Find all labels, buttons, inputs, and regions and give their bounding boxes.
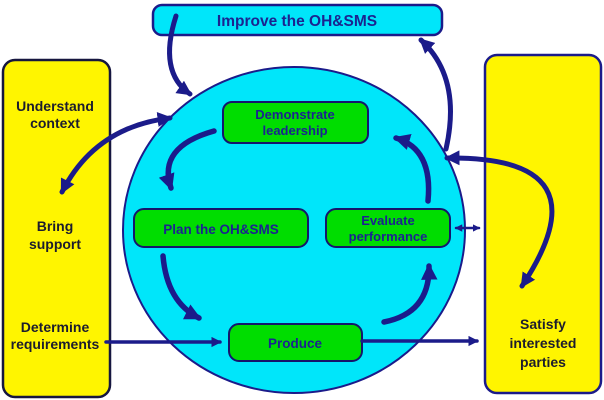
context-panel: Understand context Bring support Determi… bbox=[1, 58, 112, 399]
demonstrate-leadership-box: Demonstrate leadership bbox=[222, 101, 369, 144]
bring-support-label: Bring bbox=[37, 218, 74, 234]
satisfy-panel: Satisfy interested parties bbox=[483, 53, 603, 395]
demonstrate-label: Demonstrate bbox=[255, 107, 334, 122]
determine-requirements-label: Determine bbox=[21, 319, 90, 335]
arrow-produce-to-evaluate bbox=[381, 263, 438, 325]
understand-context-label: Understand bbox=[16, 98, 94, 114]
arrows bbox=[59, 13, 555, 348]
satisfy-parties-label-3: parties bbox=[520, 354, 566, 370]
determine-requirements-label-2: requirements bbox=[11, 336, 100, 352]
plan-label: Plan the OH&SMS bbox=[163, 222, 279, 237]
satisfy-parties-label-2: interested bbox=[510, 335, 577, 351]
arrow-demonstrate-to-plan bbox=[158, 128, 217, 191]
produce-label: Produce bbox=[268, 336, 323, 351]
arrow-evaluate-to-demonstrate bbox=[393, 134, 432, 204]
bring-support-label-2: support bbox=[29, 236, 81, 252]
improve-box: Improve the OH&SMS bbox=[151, 3, 444, 37]
arrow-plan-to-produce bbox=[160, 253, 202, 321]
produce-box: Produce bbox=[228, 323, 363, 362]
understand-context-label-2: context bbox=[30, 115, 80, 131]
arrow-improve-to-circle bbox=[167, 13, 193, 97]
plan-box: Plan the OH&SMS bbox=[133, 208, 309, 248]
satisfy-parties-label: Satisfy bbox=[520, 316, 566, 332]
arrow-context-circle bbox=[59, 112, 173, 195]
evaluate-label-2: performance bbox=[349, 229, 428, 244]
demonstrate-leadership-rect bbox=[222, 101, 369, 144]
evaluate-performance-box: Evaluate performance bbox=[325, 208, 451, 248]
evaluate-label: Evaluate bbox=[361, 213, 414, 228]
arrow-circle-satisfy bbox=[444, 150, 555, 289]
improve-label: Improve the OH&SMS bbox=[217, 13, 377, 30]
plan-rect bbox=[133, 208, 309, 248]
arrow-circle-to-improve bbox=[418, 37, 453, 152]
improve-box-rect bbox=[151, 3, 444, 37]
demonstrate-label-2: leadership bbox=[262, 123, 327, 138]
